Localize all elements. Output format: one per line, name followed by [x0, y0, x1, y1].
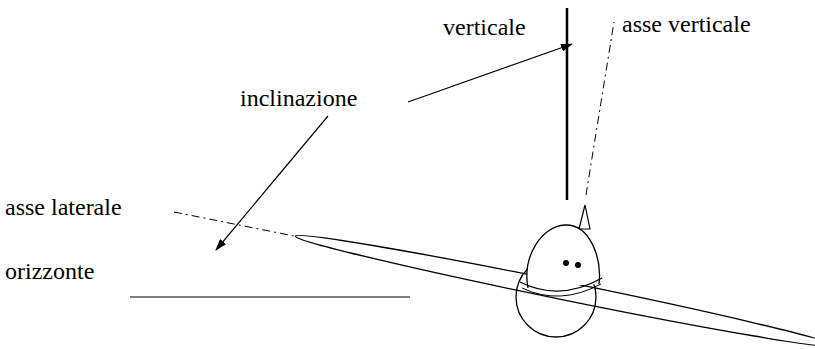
leader-arrow: [216, 116, 328, 250]
leader-arrow: [408, 44, 572, 102]
eye: [563, 260, 569, 266]
axis-label: asse verticale: [622, 10, 751, 38]
canopy: [527, 225, 600, 288]
axis-label: verticale: [443, 13, 526, 41]
collar: [522, 284, 601, 296]
eye: [575, 262, 581, 268]
horizon-line: [130, 296, 410, 297]
vertical-line: [566, 8, 569, 200]
axis-label: inclinazione: [240, 84, 357, 112]
vertical-axis-line: [586, 22, 614, 195]
axis-label: asse laterale: [5, 193, 122, 221]
axis-label: orizzonte: [5, 257, 94, 285]
fin: [579, 205, 590, 229]
lateral-axis-line: [174, 212, 294, 236]
